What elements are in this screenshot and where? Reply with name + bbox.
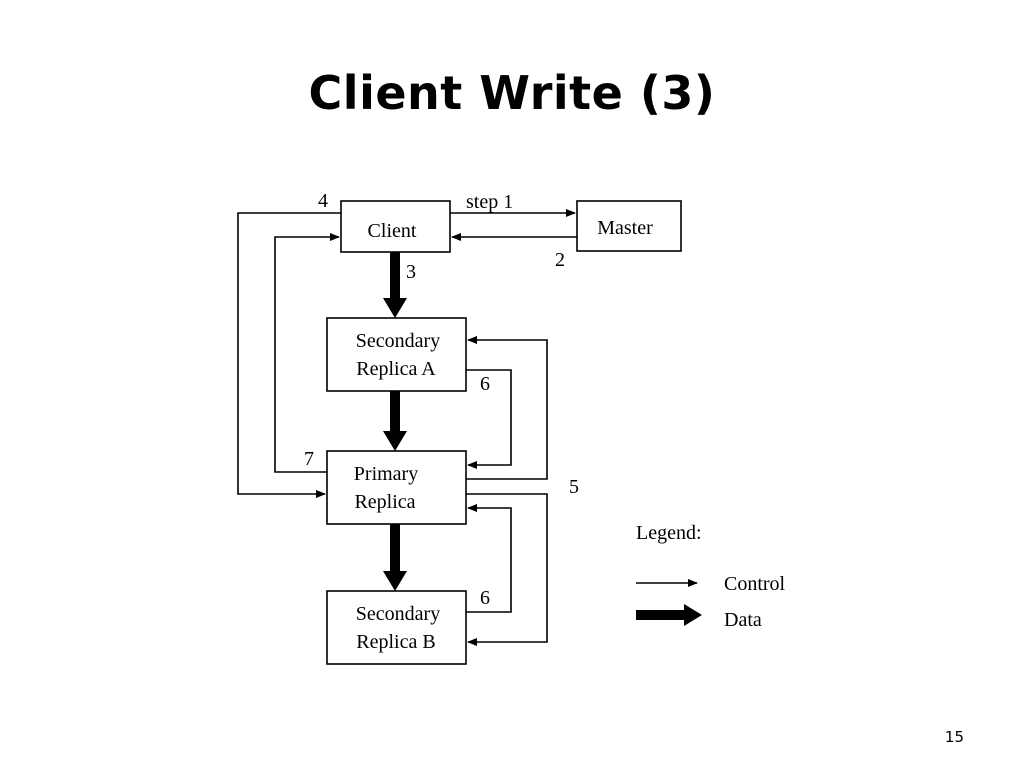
step7-label: 7 — [304, 448, 314, 470]
arrow-step6-secondary-a-to-primary — [466, 369, 512, 469]
secondary-a-label-line1: Secondary — [356, 330, 440, 352]
arrow-step4-client-to-primary — [237, 212, 341, 498]
legend-control-label: Control — [724, 573, 786, 595]
step1-label: step 1 — [466, 191, 513, 213]
step5-label: 5 — [569, 476, 579, 498]
data-arrow-secondary-a-to-primary-head — [383, 431, 407, 451]
page-number: 15 — [944, 728, 964, 746]
primary-replica-box — [326, 450, 467, 525]
secondary-b-label-line2: Replica B — [356, 631, 435, 653]
step6-label-a: 6 — [480, 373, 490, 395]
arrow-step5-primary-to-secondary-b — [466, 493, 548, 646]
data-arrow-client-to-secondary-a-head — [383, 298, 407, 318]
arrow-step6-secondary-b-to-primary — [466, 504, 512, 613]
slide-title: Client Write (3) — [308, 66, 716, 120]
client-label: Client — [368, 220, 417, 242]
secondary-a-label-line2: Replica A — [356, 358, 436, 380]
step4-label: 4 — [318, 190, 328, 212]
primary-label-line2: Replica — [354, 491, 415, 513]
master-box — [576, 200, 682, 252]
legend-data-arrow-icon — [684, 604, 702, 626]
legend-data-label: Data — [724, 609, 762, 631]
step3-label: 3 — [406, 261, 416, 283]
step6-label-b: 6 — [480, 587, 490, 609]
arrow-step7-primary-to-client — [274, 233, 340, 473]
legend-title: Legend: — [636, 522, 702, 544]
secondary-replica-b-box — [326, 590, 467, 665]
arrow-step5-primary-to-secondary-a — [466, 336, 548, 480]
legend: Legend: Control Data — [636, 522, 786, 631]
data-arrow-primary-to-secondary-b-head — [383, 571, 407, 591]
master-label: Master — [597, 217, 653, 239]
client-box — [340, 200, 451, 253]
primary-label-line1: Primary — [354, 463, 418, 485]
secondary-b-label-line1: Secondary — [356, 603, 440, 625]
step2-label: 2 — [555, 249, 565, 271]
secondary-replica-a-box — [326, 317, 467, 392]
